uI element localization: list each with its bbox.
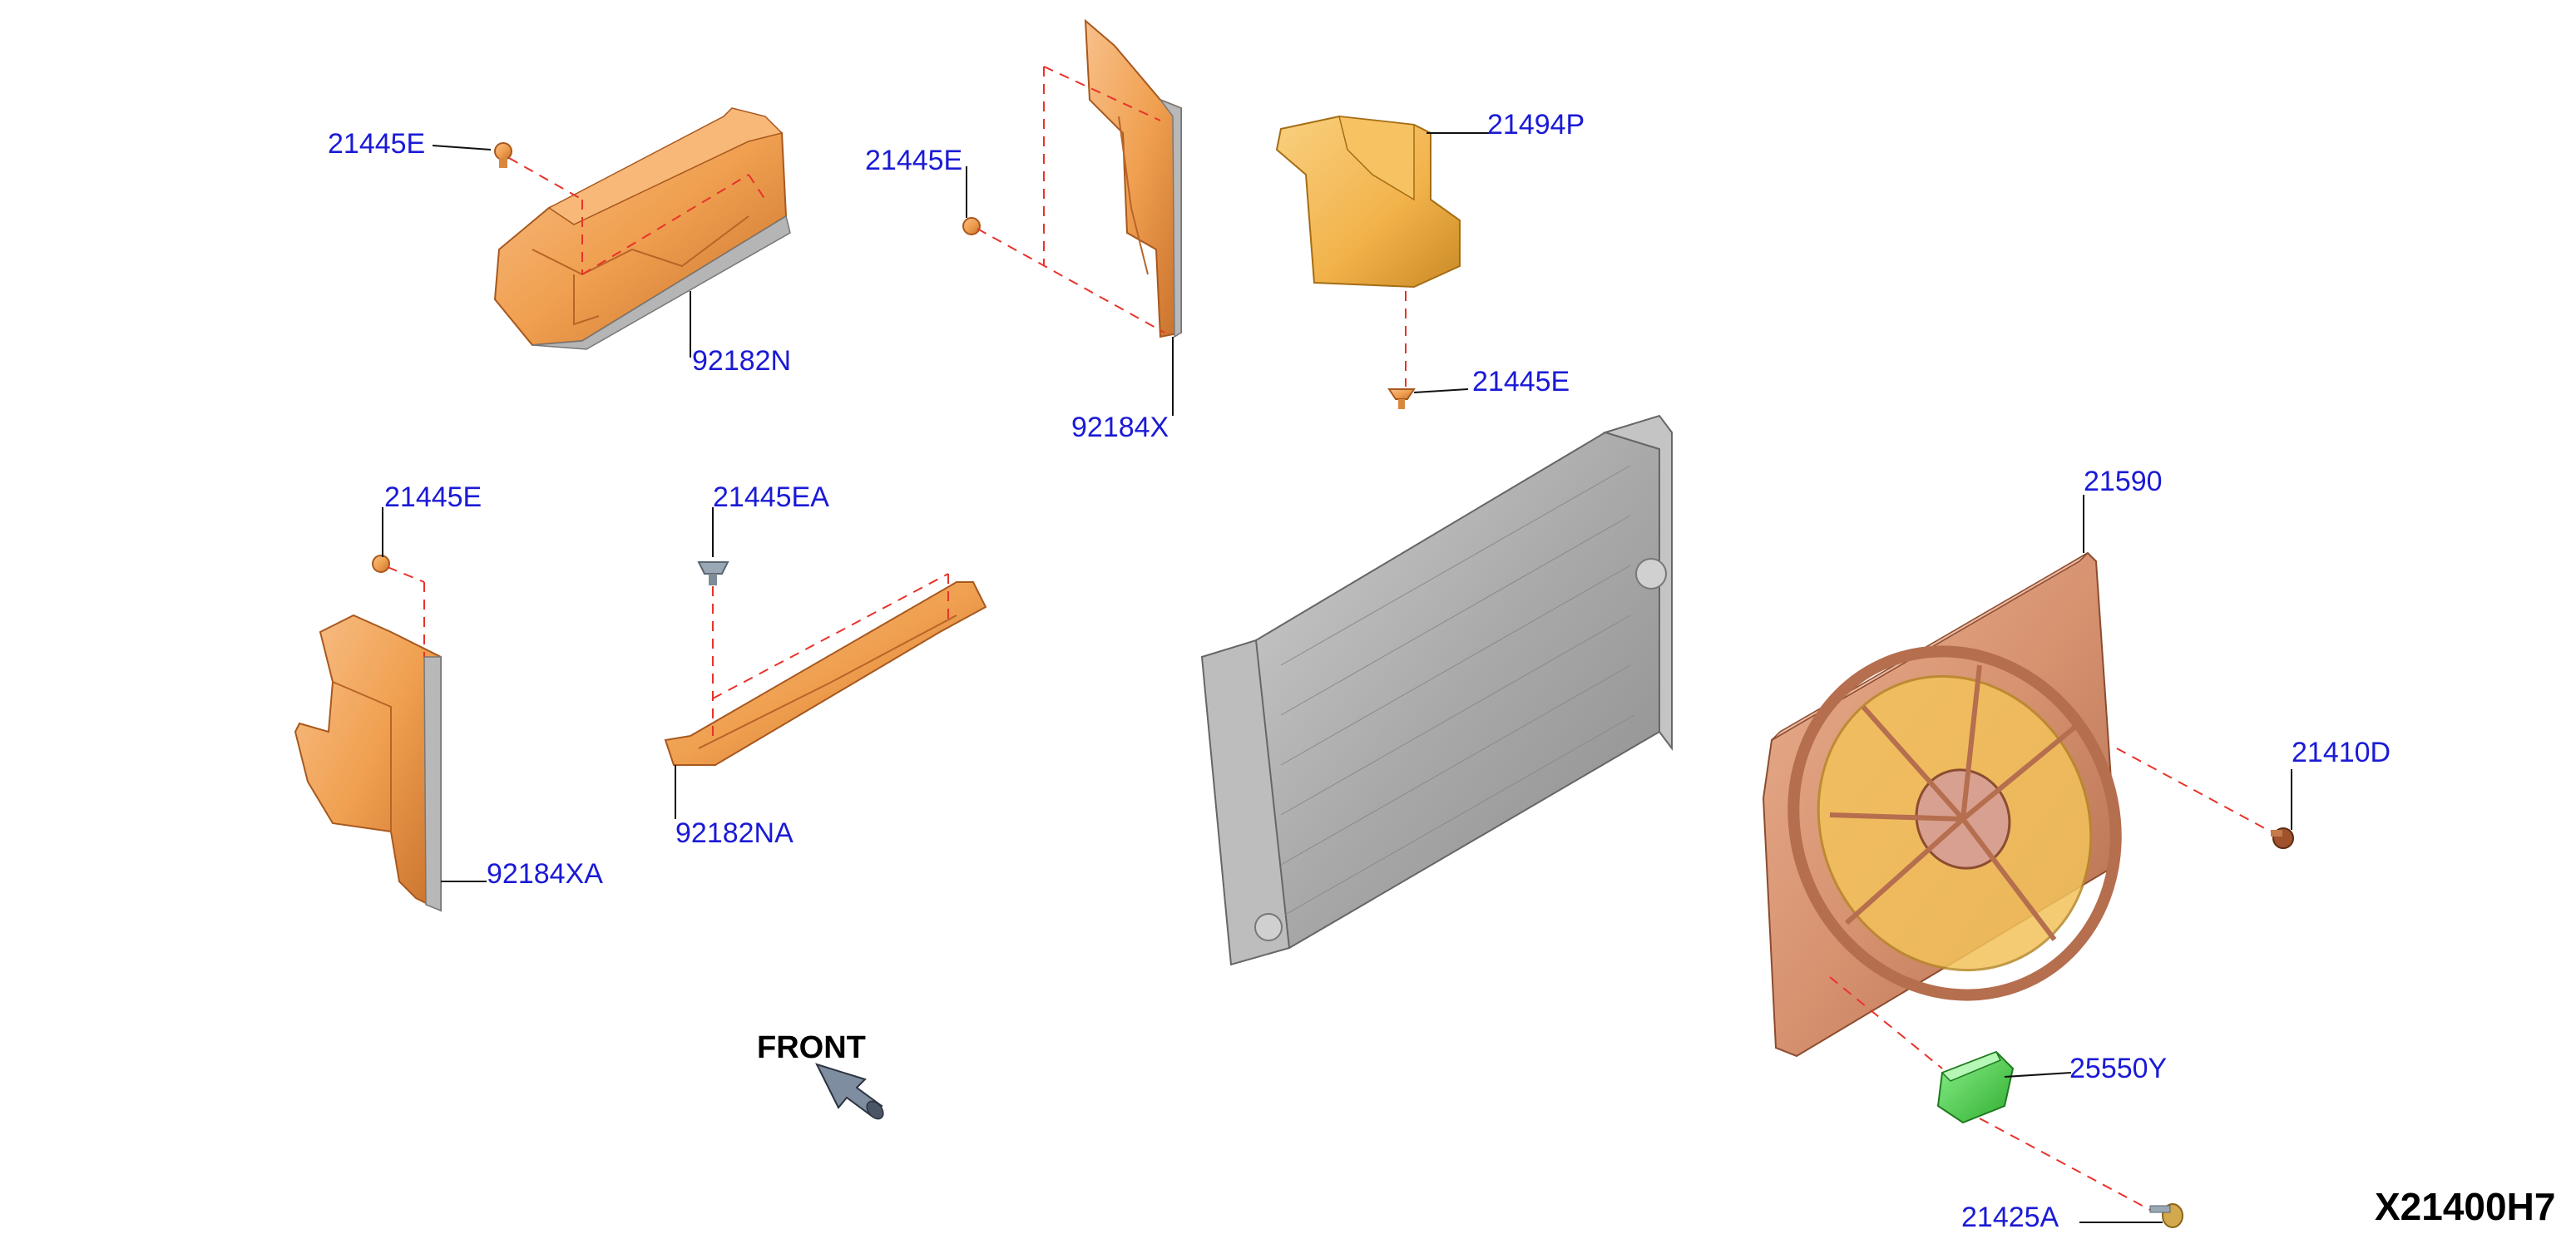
callout-21445E-upper-right[interactable]: 21445E (1472, 366, 1570, 397)
radiator (1200, 414, 1673, 966)
callout-21445EA[interactable]: 21445EA (713, 481, 829, 513)
callout-21445E-upper-left[interactable]: 21445E (328, 128, 425, 160)
diagram-code: X21400H7 (2375, 1185, 2555, 1228)
air-guide-side-92184XA (294, 614, 442, 912)
callout-21445E-left[interactable]: 21445E (384, 481, 482, 513)
callout-21425A[interactable]: 21425A (1961, 1202, 2059, 1233)
callout-21494P[interactable]: 21494P (1487, 109, 1585, 141)
assembly-guide-lines (387, 66, 2272, 1211)
bolt-21410D (2271, 827, 2294, 849)
fan-resistor-25550Y (1936, 1050, 2015, 1124)
clip-21445E-upper-right (1387, 388, 1416, 409)
seal-21494P (1275, 115, 1461, 289)
front-label: FRONT (757, 1030, 866, 1065)
callout-92182N[interactable]: 92182N (692, 345, 791, 377)
air-guide-lower-92182NA (664, 581, 987, 766)
callout-21410D[interactable]: 21410D (2292, 737, 2391, 768)
screw-21425A (2149, 1203, 2183, 1228)
callout-21445E-upper-middle[interactable]: 21445E (865, 145, 962, 176)
air-guide-side-92184X (1084, 18, 1182, 338)
front-direction-arrow (815, 1063, 884, 1120)
leader-lines (382, 132, 2292, 1223)
clip-21445EA (697, 561, 729, 585)
clip-21445E-upper-left (494, 142, 512, 168)
callout-92184XA[interactable]: 92184XA (487, 858, 603, 890)
callout-21590[interactable]: 21590 (2084, 466, 2163, 497)
callout-25550Y[interactable]: 25550Y (2069, 1053, 2167, 1084)
clip-21445E-left (372, 555, 390, 573)
fan-shroud-assembly-21590 (1762, 551, 2122, 1058)
callout-labels: 21445E 92182N 21445E 92184X 21494P 21445… (328, 109, 2391, 1233)
air-guide-upper-92182N (493, 107, 791, 350)
callout-92184X[interactable]: 92184X (1071, 412, 1169, 443)
clip-21445E-upper-middle (962, 217, 981, 235)
callout-92182NA[interactable]: 92182NA (675, 817, 794, 849)
